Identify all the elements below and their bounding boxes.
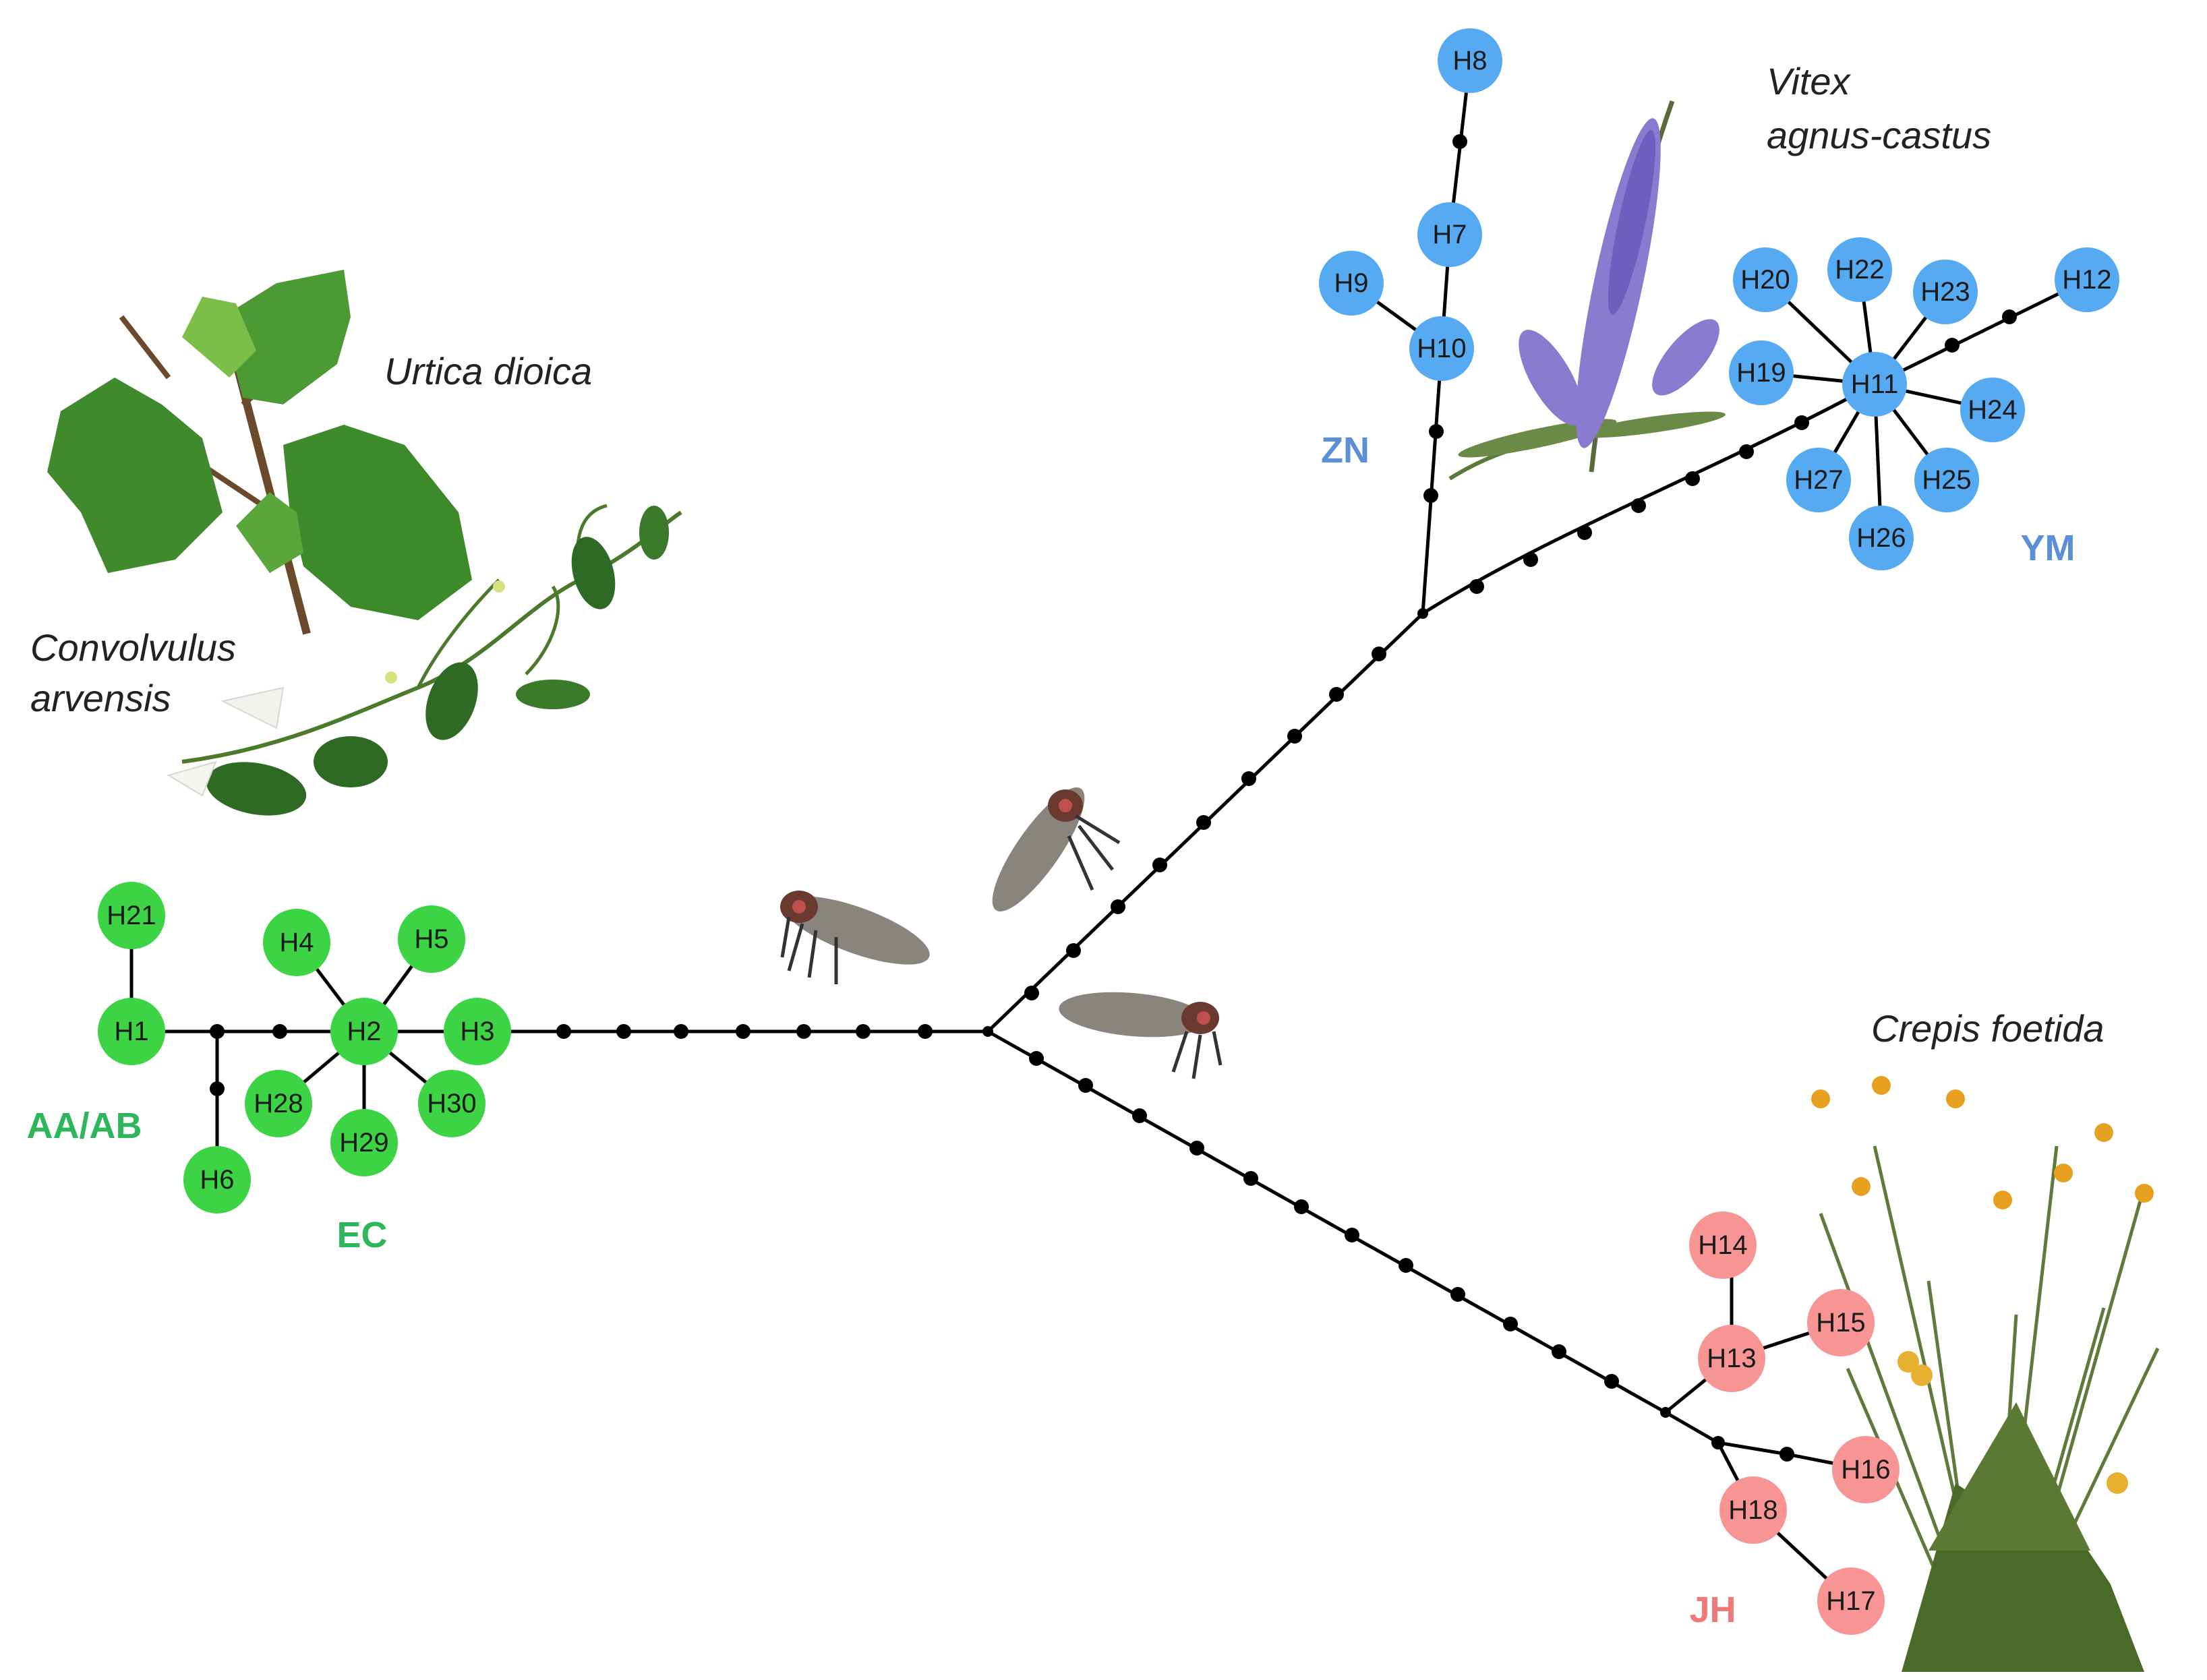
haplotype-node-h15: H15 [1807, 1289, 1875, 1356]
vitex-agnus-castus-label-line2: agnus-castus [1767, 114, 1991, 156]
convolvulus-arvensis-illustration [167, 504, 682, 816]
insect-illustration-2 [992, 787, 1121, 911]
crepis-foetida-illustration [1811, 1076, 2160, 1672]
crepis-foetida-label: Crepis foetida [1871, 1007, 2105, 1050]
vitex-agnus-castus-illustration [1448, 100, 1726, 481]
haplotype-node-h9: H9 [1319, 251, 1384, 316]
svg-text:H4: H4 [279, 928, 314, 957]
svg-text:H6: H6 [200, 1165, 234, 1195]
svg-text:H14: H14 [1698, 1230, 1747, 1260]
group-label-ym: YM [2021, 528, 2076, 568]
haplotype-node-h13: H13 [1698, 1325, 1765, 1392]
svg-text:H26: H26 [1856, 523, 1906, 553]
haplotype-node-h6: H6 [183, 1146, 251, 1213]
haplotype-node-h27: H27 [1786, 448, 1851, 512]
haplotype-node-h30: H30 [418, 1070, 485, 1137]
group-label-zn: ZN [1321, 430, 1370, 471]
svg-text:H28: H28 [254, 1089, 303, 1118]
haplotype-node-h24: H24 [1960, 378, 2025, 442]
mutation-step-markers [210, 134, 2017, 1462]
haplotype-node-h8: H8 [1438, 28, 1502, 93]
svg-text:H21: H21 [107, 901, 156, 930]
svg-text:H13: H13 [1707, 1344, 1756, 1373]
haplotype-node-h14: H14 [1689, 1211, 1757, 1279]
group-label-jh: JH [1689, 1590, 1736, 1630]
svg-text:H22: H22 [1835, 255, 1884, 284]
haplotype-node-h10: H10 [1409, 316, 1474, 381]
haplotype-node-h19: H19 [1729, 340, 1794, 405]
haplotype-node-h20: H20 [1733, 247, 1798, 312]
svg-text:H25: H25 [1922, 465, 1971, 495]
haplotype-node-h22: H22 [1827, 237, 1892, 302]
group-label-aa-ab: AA/AB [27, 1106, 142, 1146]
group-label-ec: EC [336, 1215, 387, 1255]
svg-text:H29: H29 [339, 1128, 388, 1158]
urtica-dioica-illustration [47, 270, 472, 635]
convolvulus-arvensis-label-line1: Convolvulus [30, 626, 236, 669]
svg-text:H3: H3 [460, 1017, 494, 1046]
svg-text:H8: H8 [1452, 46, 1487, 76]
haplotype-node-h18: H18 [1719, 1476, 1787, 1544]
haplotype-node-h5: H5 [398, 905, 465, 973]
svg-text:H1: H1 [114, 1017, 148, 1046]
haplotype-node-h28: H28 [245, 1070, 312, 1137]
svg-text:H27: H27 [1794, 465, 1843, 495]
svg-text:H16: H16 [1841, 1455, 1890, 1484]
svg-text:H18: H18 [1728, 1495, 1777, 1525]
haplotype-node-h3: H3 [444, 998, 511, 1065]
svg-text:H11: H11 [1851, 369, 1898, 399]
haplotype-node-h23: H23 [1913, 260, 1978, 324]
haplotype-node-h17: H17 [1817, 1567, 1885, 1635]
haplotype-node-h12: H12 [2055, 247, 2119, 312]
svg-text:H7: H7 [1432, 220, 1467, 249]
svg-text:H15: H15 [1816, 1308, 1865, 1338]
svg-text:H17: H17 [1826, 1586, 1875, 1616]
svg-text:H9: H9 [1334, 268, 1368, 298]
haplotype-node-h11: H11 [1842, 352, 1907, 417]
haplotype-node-h7: H7 [1417, 202, 1482, 267]
haplotype-node-h21: H21 [98, 882, 165, 949]
haplotype-node-h16: H16 [1832, 1436, 1900, 1503]
svg-text:H5: H5 [414, 924, 448, 954]
haplotype-node-h4: H4 [263, 909, 330, 976]
insect-illustration-3 [1059, 992, 1223, 1079]
svg-text:H10: H10 [1417, 334, 1466, 363]
urtica-dioica-label: Urtica dioica [384, 350, 592, 392]
svg-text:H24: H24 [1968, 395, 2017, 425]
vitex-agnus-castus-label-line1: Vitex [1767, 60, 1851, 102]
svg-text:H20: H20 [1740, 265, 1790, 295]
svg-text:H30: H30 [427, 1089, 476, 1118]
svg-text:H2: H2 [347, 1017, 381, 1046]
haplotype-node-h25: H25 [1914, 448, 1979, 512]
insect-illustration-1 [780, 891, 930, 984]
svg-text:H23: H23 [1920, 277, 1970, 307]
haplotype-nodes: H21 H1 H6 H4 H5 H2 H3 H28 H29 H30 H8 H7 … [98, 28, 2119, 1635]
haplotype-node-h26: H26 [1849, 506, 1914, 570]
haplotype-node-h2: H2 [330, 998, 398, 1065]
convolvulus-arvensis-label-line2: arvensis [30, 677, 171, 719]
svg-text:H12: H12 [2062, 265, 2111, 295]
haplotype-node-h29: H29 [330, 1109, 398, 1176]
svg-text:H19: H19 [1736, 358, 1786, 388]
haplotype-node-h1: H1 [98, 998, 165, 1065]
